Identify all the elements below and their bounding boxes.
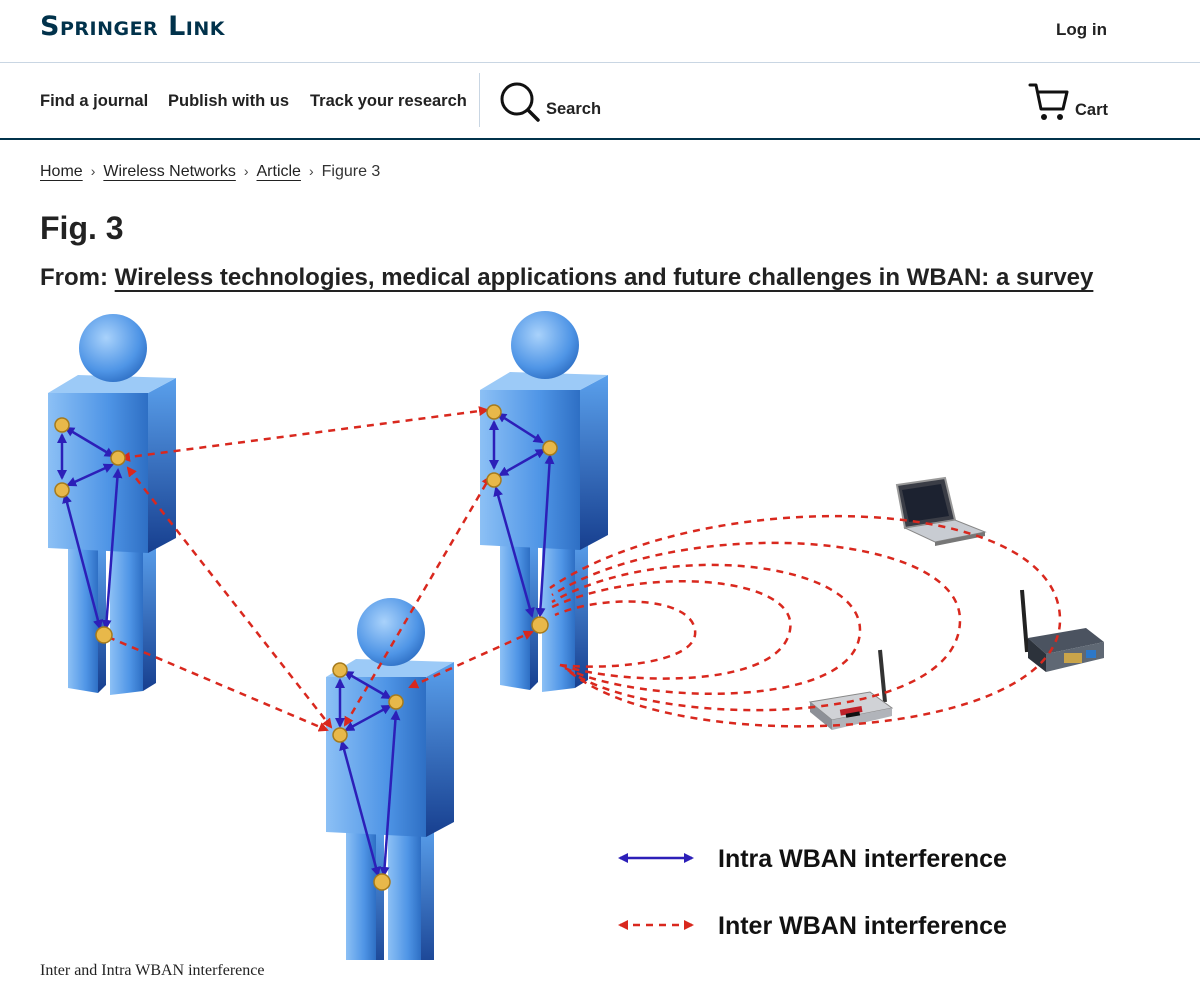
breadcrumb: Home › Wireless Networks › Article › Figure 3 [40,163,380,181]
nav-find-journal[interactable]: Find a journal [40,92,149,110]
search-icon [500,82,540,122]
breadcrumb-journal[interactable]: Wireless Networks [103,163,236,180]
article-title-link[interactable]: Wireless technologies, medical applicati… [114,264,1094,291]
laptop-icon [895,476,987,546]
from-prefix: From: [40,264,108,291]
intra-wban-links [57,412,555,877]
wban-interference-figure[interactable]: Intra WBAN interference Inter WBAN inter… [0,310,1200,979]
nav-divider [479,73,480,127]
wireless-router-icon [808,649,894,730]
nav-track-research[interactable]: Track your research [310,92,467,110]
chevron-right-icon: › [243,163,249,179]
chevron-right-icon: › [308,163,314,179]
inter-wban-links [107,406,534,732]
cart-button[interactable]: Cart [1028,81,1118,125]
chevron-right-icon: › [90,163,96,179]
top-bar: Springer Link Log in [0,0,1200,63]
breadcrumb-current: Figure 3 [321,163,381,180]
main-nav: Find a journal Publish with us Track you… [0,63,1200,140]
springer-link-logo[interactable]: Springer Link [40,11,225,42]
cart-label: Cart [1075,101,1109,119]
figure-title: Fig. 3 [40,210,124,246]
breadcrumb-home[interactable]: Home [40,163,83,180]
figure-illustration: Intra WBAN interference Inter WBAN inter… [48,311,1104,979]
cart-icon [1028,83,1069,120]
logo-text: Springer Link [40,11,225,42]
legend-intra-label: Intra WBAN interference [718,845,1007,873]
figure-legend: Intra WBAN interference Inter WBAN inter… [618,845,1007,940]
inter-wban-radiation [549,514,1062,728]
legend-inter-label: Inter WBAN interference [718,912,1007,940]
figure-source: From: Wireless technologies, medical app… [40,264,1093,292]
breadcrumb-article[interactable]: Article [256,163,301,180]
access-point-icon [1020,589,1104,672]
login-link[interactable]: Log in [1056,20,1107,39]
search-label: Search [546,100,602,118]
figure-caption: Inter and Intra WBAN interference [40,962,265,979]
body-sensors [54,404,558,891]
nav-publish-with-us[interactable]: Publish with us [168,92,290,110]
